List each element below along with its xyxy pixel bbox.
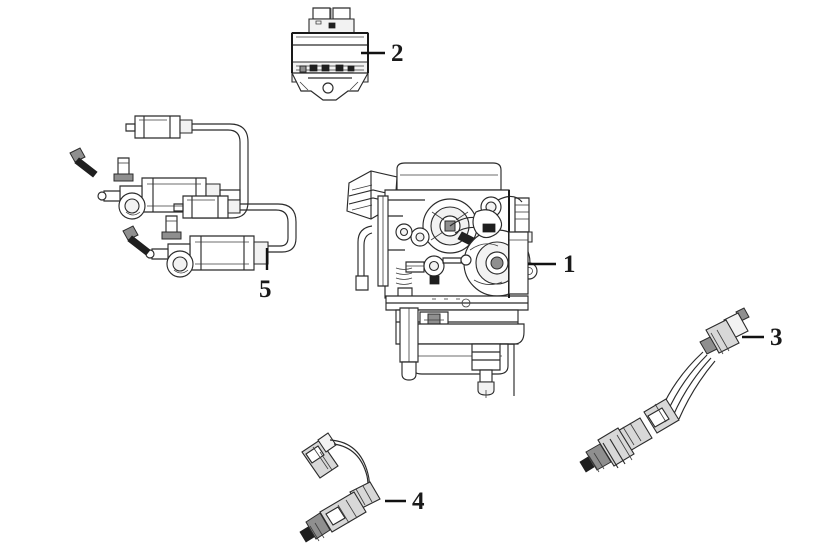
part-carburetor-assembly[interactable] bbox=[346, 162, 538, 398]
part-relay-module[interactable] bbox=[291, 7, 369, 101]
callout-label-3: 3 bbox=[770, 324, 783, 351]
callout-label-4: 4 bbox=[412, 488, 425, 515]
part-fuel-injector-lower[interactable] bbox=[122, 195, 297, 278]
part-oxygen-sensor-cable[interactable] bbox=[579, 307, 750, 473]
callout-label-2: 2 bbox=[391, 40, 404, 67]
callout-label-5: 5 bbox=[259, 276, 272, 303]
callout-label-1: 1 bbox=[563, 251, 576, 278]
part-temperature-sensor-cable[interactable] bbox=[299, 432, 381, 543]
